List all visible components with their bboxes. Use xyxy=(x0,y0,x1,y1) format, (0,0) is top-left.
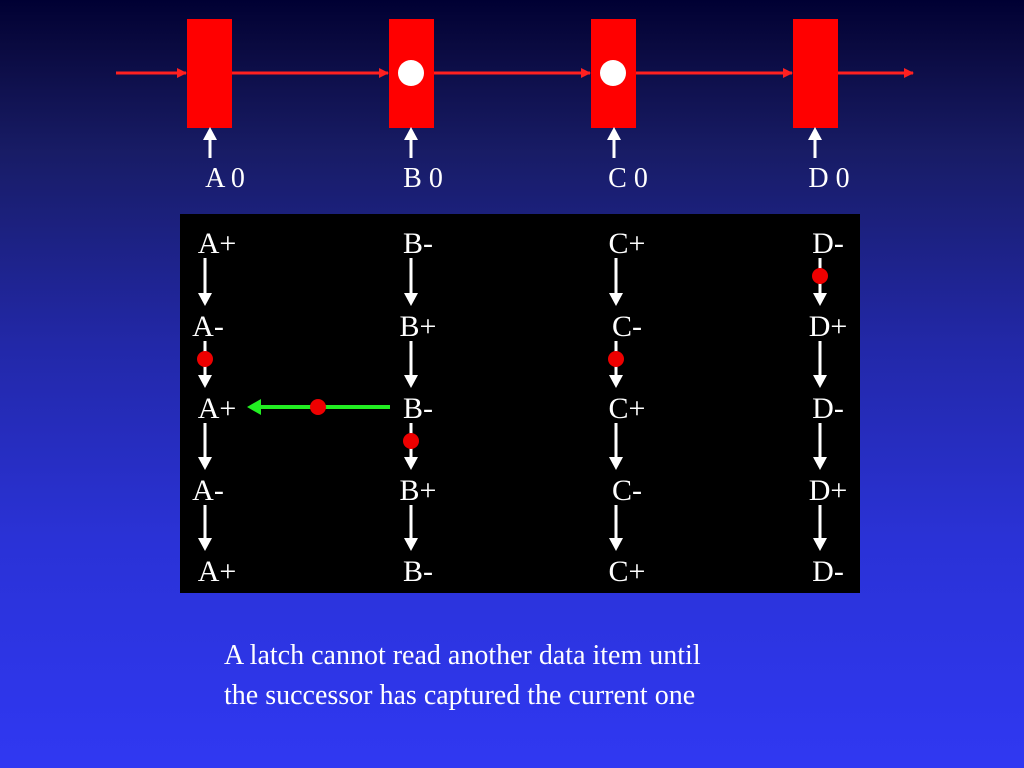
arc-head-b-1 xyxy=(404,375,418,388)
latch-c-token xyxy=(600,60,626,86)
arc-head-c-3 xyxy=(609,538,623,551)
event-a-4: A+ xyxy=(198,555,237,588)
arc-head-d-2 xyxy=(813,457,827,470)
arc-head-a-2 xyxy=(198,457,212,470)
arc-head-b-3 xyxy=(404,538,418,551)
arc-head-d-3 xyxy=(813,538,827,551)
latch-c-label: C 0 xyxy=(608,163,648,194)
dependency-marking xyxy=(310,399,326,415)
data-token-2 xyxy=(600,60,626,86)
event-a-3: A- xyxy=(192,474,224,507)
latch-d-label: D 0 xyxy=(808,163,849,194)
latch-a-enable-head xyxy=(203,127,217,140)
event-c-1: C- xyxy=(612,310,642,343)
arc-head-b-2 xyxy=(404,457,418,470)
arc-head-a-0 xyxy=(198,293,212,306)
caption-line-1: A latch cannot read another data item un… xyxy=(224,640,701,671)
latch-a-label: A 0 xyxy=(205,163,245,194)
latch-d: D 0 xyxy=(793,19,850,194)
latch-c: C 0 xyxy=(591,19,648,194)
latch-d-box xyxy=(793,19,838,128)
event-d-4: D- xyxy=(812,555,844,588)
stg-dependency xyxy=(247,399,390,415)
stg-events: A+ A- A+ A- A+ B- B+ B- B+ B- C+ C- C+ C- C+ D- D+ D- D+ D- xyxy=(192,227,847,588)
event-a-1: A- xyxy=(192,310,224,343)
arc-head-c-0 xyxy=(609,293,623,306)
stg-markings xyxy=(197,268,828,449)
caption-line-2: the successor has captured the current o… xyxy=(224,680,696,711)
latches: A 0 B 0 C 0 D 0 xyxy=(187,19,850,194)
latch-a-box xyxy=(187,19,232,128)
latch-a: A 0 xyxy=(187,19,245,194)
marking-b-2 xyxy=(403,433,419,449)
signal-transition-graph: A+ A- A+ A- A+ B- B+ B- B+ B- C+ C- C+ C- C+ D- D+ D- D+ D- xyxy=(180,214,860,593)
event-c-2: C+ xyxy=(609,392,646,425)
event-b-4: B- xyxy=(403,555,433,588)
event-b-0: B- xyxy=(403,227,433,260)
latch-b: B 0 xyxy=(389,19,443,194)
event-a-2: A+ xyxy=(198,392,237,425)
marking-d-0 xyxy=(812,268,828,284)
event-c-0: C+ xyxy=(609,227,646,260)
caption: A latch cannot read another data item un… xyxy=(224,636,864,716)
arc-head-a-3 xyxy=(198,538,212,551)
dependency-arc-head xyxy=(247,399,261,415)
event-d-2: D- xyxy=(812,392,844,425)
event-c-3: C- xyxy=(612,474,642,507)
event-d-1: D+ xyxy=(809,310,848,343)
event-d-0: D- xyxy=(812,227,844,260)
arc-head-c-2 xyxy=(609,457,623,470)
latch-c-enable-head xyxy=(607,127,621,140)
stg-arrows xyxy=(198,258,827,551)
event-b-3: B+ xyxy=(400,474,437,507)
latch-b-label: B 0 xyxy=(403,163,443,194)
marking-a-1 xyxy=(197,351,213,367)
marking-c-1 xyxy=(608,351,624,367)
event-b-1: B+ xyxy=(400,310,437,343)
latch-d-enable-head xyxy=(808,127,822,140)
latch-b-token xyxy=(398,60,424,86)
arc-head-d-1 xyxy=(813,375,827,388)
event-c-4: C+ xyxy=(609,555,646,588)
arc-head-d-0 xyxy=(813,293,827,306)
event-d-3: D+ xyxy=(809,474,848,507)
arc-head-a-1 xyxy=(198,375,212,388)
arc-head-b-0 xyxy=(404,293,418,306)
data-token-1 xyxy=(398,60,424,86)
event-b-2: B- xyxy=(403,392,433,425)
event-a-0: A+ xyxy=(198,227,237,260)
arc-head-c-1 xyxy=(609,375,623,388)
stg-panel xyxy=(180,214,860,593)
latch-b-enable-head xyxy=(404,127,418,140)
